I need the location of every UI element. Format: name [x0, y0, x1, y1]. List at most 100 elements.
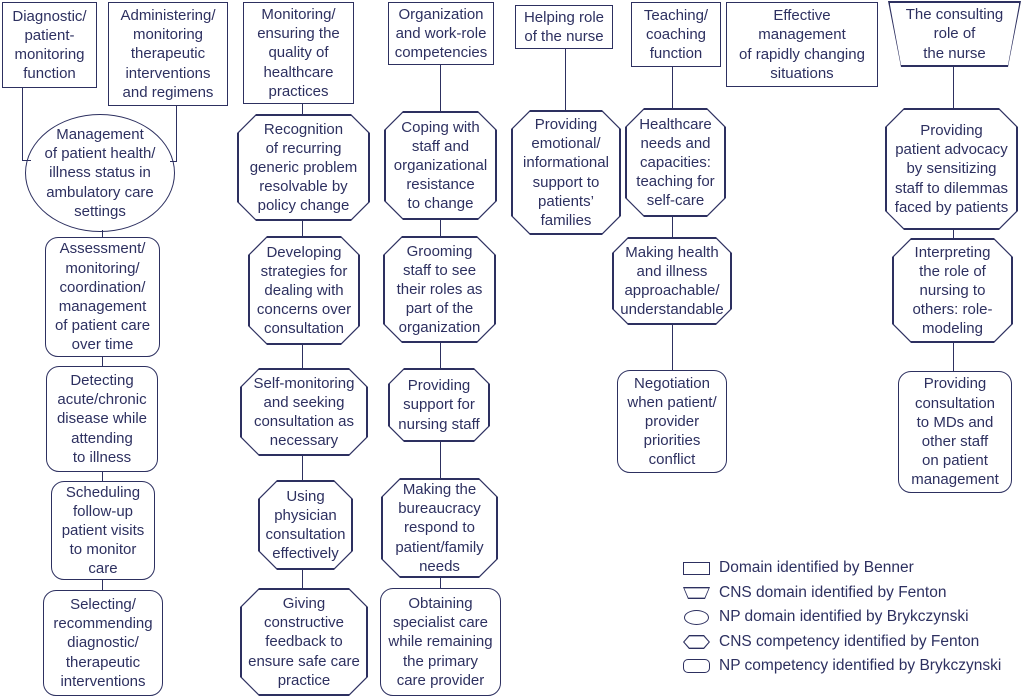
connector-line	[21, 88, 24, 161]
connector-line	[101, 471, 104, 482]
legend-label: Domain identified by Benner	[719, 559, 914, 576]
node-teaching-coaching-function: Teaching/ coaching function	[631, 2, 721, 67]
node-label: Giving constructive feedback to ensure s…	[248, 595, 360, 689]
connector-line	[439, 441, 442, 479]
rounded-rectangle-legend-icon	[683, 659, 710, 673]
connector-line	[301, 455, 304, 481]
connector-line	[439, 65, 442, 112]
legend-item-cns-competency: CNS competency identified by Fenton	[683, 633, 979, 651]
node-label: Using physician consultation effectively	[265, 487, 346, 563]
node-label: Assessment/ monitoring/ coordination/ ma…	[54, 240, 151, 354]
connector-line	[301, 220, 304, 237]
node-label: Organization and work-role competencies	[394, 5, 488, 62]
connector-line	[439, 219, 442, 237]
node-label: Healthcare needs and capacities: teachin…	[636, 115, 715, 210]
node-label: Helping role of the nurse	[523, 8, 605, 45]
node-detecting-acute-chronic-disease: Detecting acute/chronic disease while at…	[46, 366, 158, 472]
node-negotiation-priorities-conflict: Negotiation when patient/ provider prior…	[617, 370, 727, 473]
node-providing-emotional-informational-support: Providing emotional/ informational suppo…	[511, 110, 621, 235]
legend-label: NP competency identified by Brykczynski	[719, 657, 1002, 674]
connector-line	[21, 159, 31, 162]
node-developing-strategies-consultation-concerns: Developing strategies for dealing with c…	[248, 236, 360, 345]
connector-line	[170, 160, 177, 163]
node-label: Developing strategies for dealing with c…	[256, 243, 352, 338]
node-label: Management of patient health/ illness st…	[44, 126, 156, 220]
node-making-health-illness-approachable: Making health and illness approachable/ …	[612, 237, 732, 325]
node-label: Teaching/ coaching function	[643, 6, 709, 63]
node-selecting-recommending-interventions: Selecting/ recommending diagnostic/ ther…	[43, 590, 163, 696]
node-assessment-monitoring-coordination: Assessment/ monitoring/ coordination/ ma…	[45, 237, 160, 357]
node-self-monitoring-seeking-consultation: Self-monitoring and seeking consultation…	[240, 368, 368, 456]
node-label: Administering/ monitoring therapeutic in…	[120, 7, 216, 101]
connector-line	[439, 577, 442, 589]
rectangle-legend-icon	[683, 561, 710, 575]
connector-line	[671, 67, 674, 109]
node-label: Making the bureaucracy respond to patien…	[395, 481, 484, 575]
connector-line	[101, 356, 104, 367]
node-monitoring-ensuring-quality: Monitoring/ ensuring the quality of heal…	[243, 2, 354, 104]
node-label: Providing emotional/ informational suppo…	[523, 115, 609, 229]
ellipse-legend-icon	[683, 609, 710, 625]
node-label: Negotiation when patient/ provider prior…	[627, 374, 717, 469]
node-healthcare-needs-capacities: Healthcare needs and capacities: teachin…	[625, 108, 726, 217]
connector-line	[564, 49, 567, 111]
node-administering-monitoring-therapeutic-interventions: Administering/ monitoring therapeutic in…	[108, 2, 228, 106]
connector-line	[101, 230, 104, 238]
node-label: Monitoring/ ensuring the quality of heal…	[257, 6, 340, 100]
node-helping-role-of-the-nurse: Helping role of the nurse	[515, 5, 613, 49]
connector-line	[439, 342, 442, 369]
node-label: Obtaining specialist care while remainin…	[388, 595, 493, 689]
node-giving-constructive-feedback: Giving constructive feedback to ensure s…	[240, 588, 368, 696]
legend-item-np-competency: NP competency identified by Brykczynski	[683, 657, 1001, 675]
node-organization-work-role-competencies: Organization and work-role competencies	[388, 2, 494, 65]
node-label: Detecting acute/chronic disease while at…	[56, 372, 148, 466]
node-label: Grooming staff to see their roles as par…	[396, 242, 483, 337]
legend-item-np-domain: NP domain identified by Brykczynski	[683, 608, 969, 626]
node-label: Making health and illness approachable/ …	[620, 243, 724, 319]
connector-line	[952, 67, 955, 109]
connector-line	[301, 344, 304, 369]
legend-item-benner-domain: Domain identified by Benner	[683, 559, 914, 577]
node-interpreting-role-of-nursing: Interpreting the role of nursing to othe…	[892, 238, 1013, 343]
node-label: Coping with staff and organizational res…	[393, 118, 488, 213]
node-label: The consulting role of the nurse	[905, 6, 1004, 62]
node-providing-consultation-to-mds: Providing consultation to MDs and other …	[898, 371, 1012, 493]
node-coping-with-staff-resistance: Coping with staff and organizational res…	[384, 111, 497, 220]
node-scheduling-follow-up-visits: Scheduling follow-up patient visits to m…	[51, 481, 155, 580]
node-providing-patient-advocacy: Providing patient advocacy by sensitizin…	[885, 108, 1018, 230]
connector-line	[671, 324, 674, 371]
octagon-legend-icon	[683, 635, 710, 649]
node-label: Selecting/ recommending diagnostic/ ther…	[53, 596, 153, 690]
node-using-physician-consultation: Using physician consultation effectively	[258, 480, 353, 570]
connector-line	[952, 229, 955, 239]
legend-label: CNS domain identified by Fenton	[719, 584, 947, 601]
connector-line	[101, 579, 104, 591]
node-label: Recognition of recurring generic problem…	[249, 120, 358, 215]
node-label: Self-monitoring and seeking consultation…	[253, 374, 355, 450]
node-label: Interpreting the role of nursing to othe…	[912, 243, 993, 338]
node-label: Diagnostic/ patient- monitoring function	[12, 7, 87, 83]
connector-line	[301, 104, 304, 115]
connector-line	[301, 569, 304, 589]
connector-line	[952, 342, 955, 372]
node-label: Providing support for nursing staff	[398, 377, 480, 433]
node-label: Providing consultation to MDs and other …	[911, 375, 999, 489]
node-management-patient-health-illness-status: Management of patient health/ illness st…	[25, 114, 175, 232]
node-diagnostic-patient-monitoring-function: Diagnostic/ patient- monitoring function	[2, 2, 97, 88]
legend-label: CNS competency identified by Fenton	[719, 633, 980, 650]
node-label: Providing patient advocacy by sensitizin…	[894, 122, 1009, 216]
node-consulting-role-of-the-nurse: The consulting role of the nurse	[888, 1, 1021, 67]
node-grooming-staff-roles: Grooming staff to see their roles as par…	[383, 236, 496, 343]
node-label: Scheduling follow-up patient visits to m…	[61, 483, 145, 578]
node-effective-management-rapidly-changing: Effective management of rapidly changing…	[726, 2, 878, 87]
connector-line	[671, 216, 674, 238]
node-providing-support-nursing-staff: Providing support for nursing staff	[388, 368, 490, 442]
legend-label: NP domain identified by Brykczynski	[719, 608, 969, 625]
node-obtaining-specialist-care: Obtaining specialist care while remainin…	[380, 588, 501, 696]
node-making-bureaucracy-respond: Making the bureaucracy respond to patien…	[381, 478, 498, 578]
trapezoid-legend-icon	[683, 587, 710, 599]
legend-item-cns-domain: CNS domain identified by Fenton	[683, 584, 946, 602]
node-label: Effective management of rapidly changing…	[739, 7, 865, 82]
connector-line	[175, 106, 178, 162]
